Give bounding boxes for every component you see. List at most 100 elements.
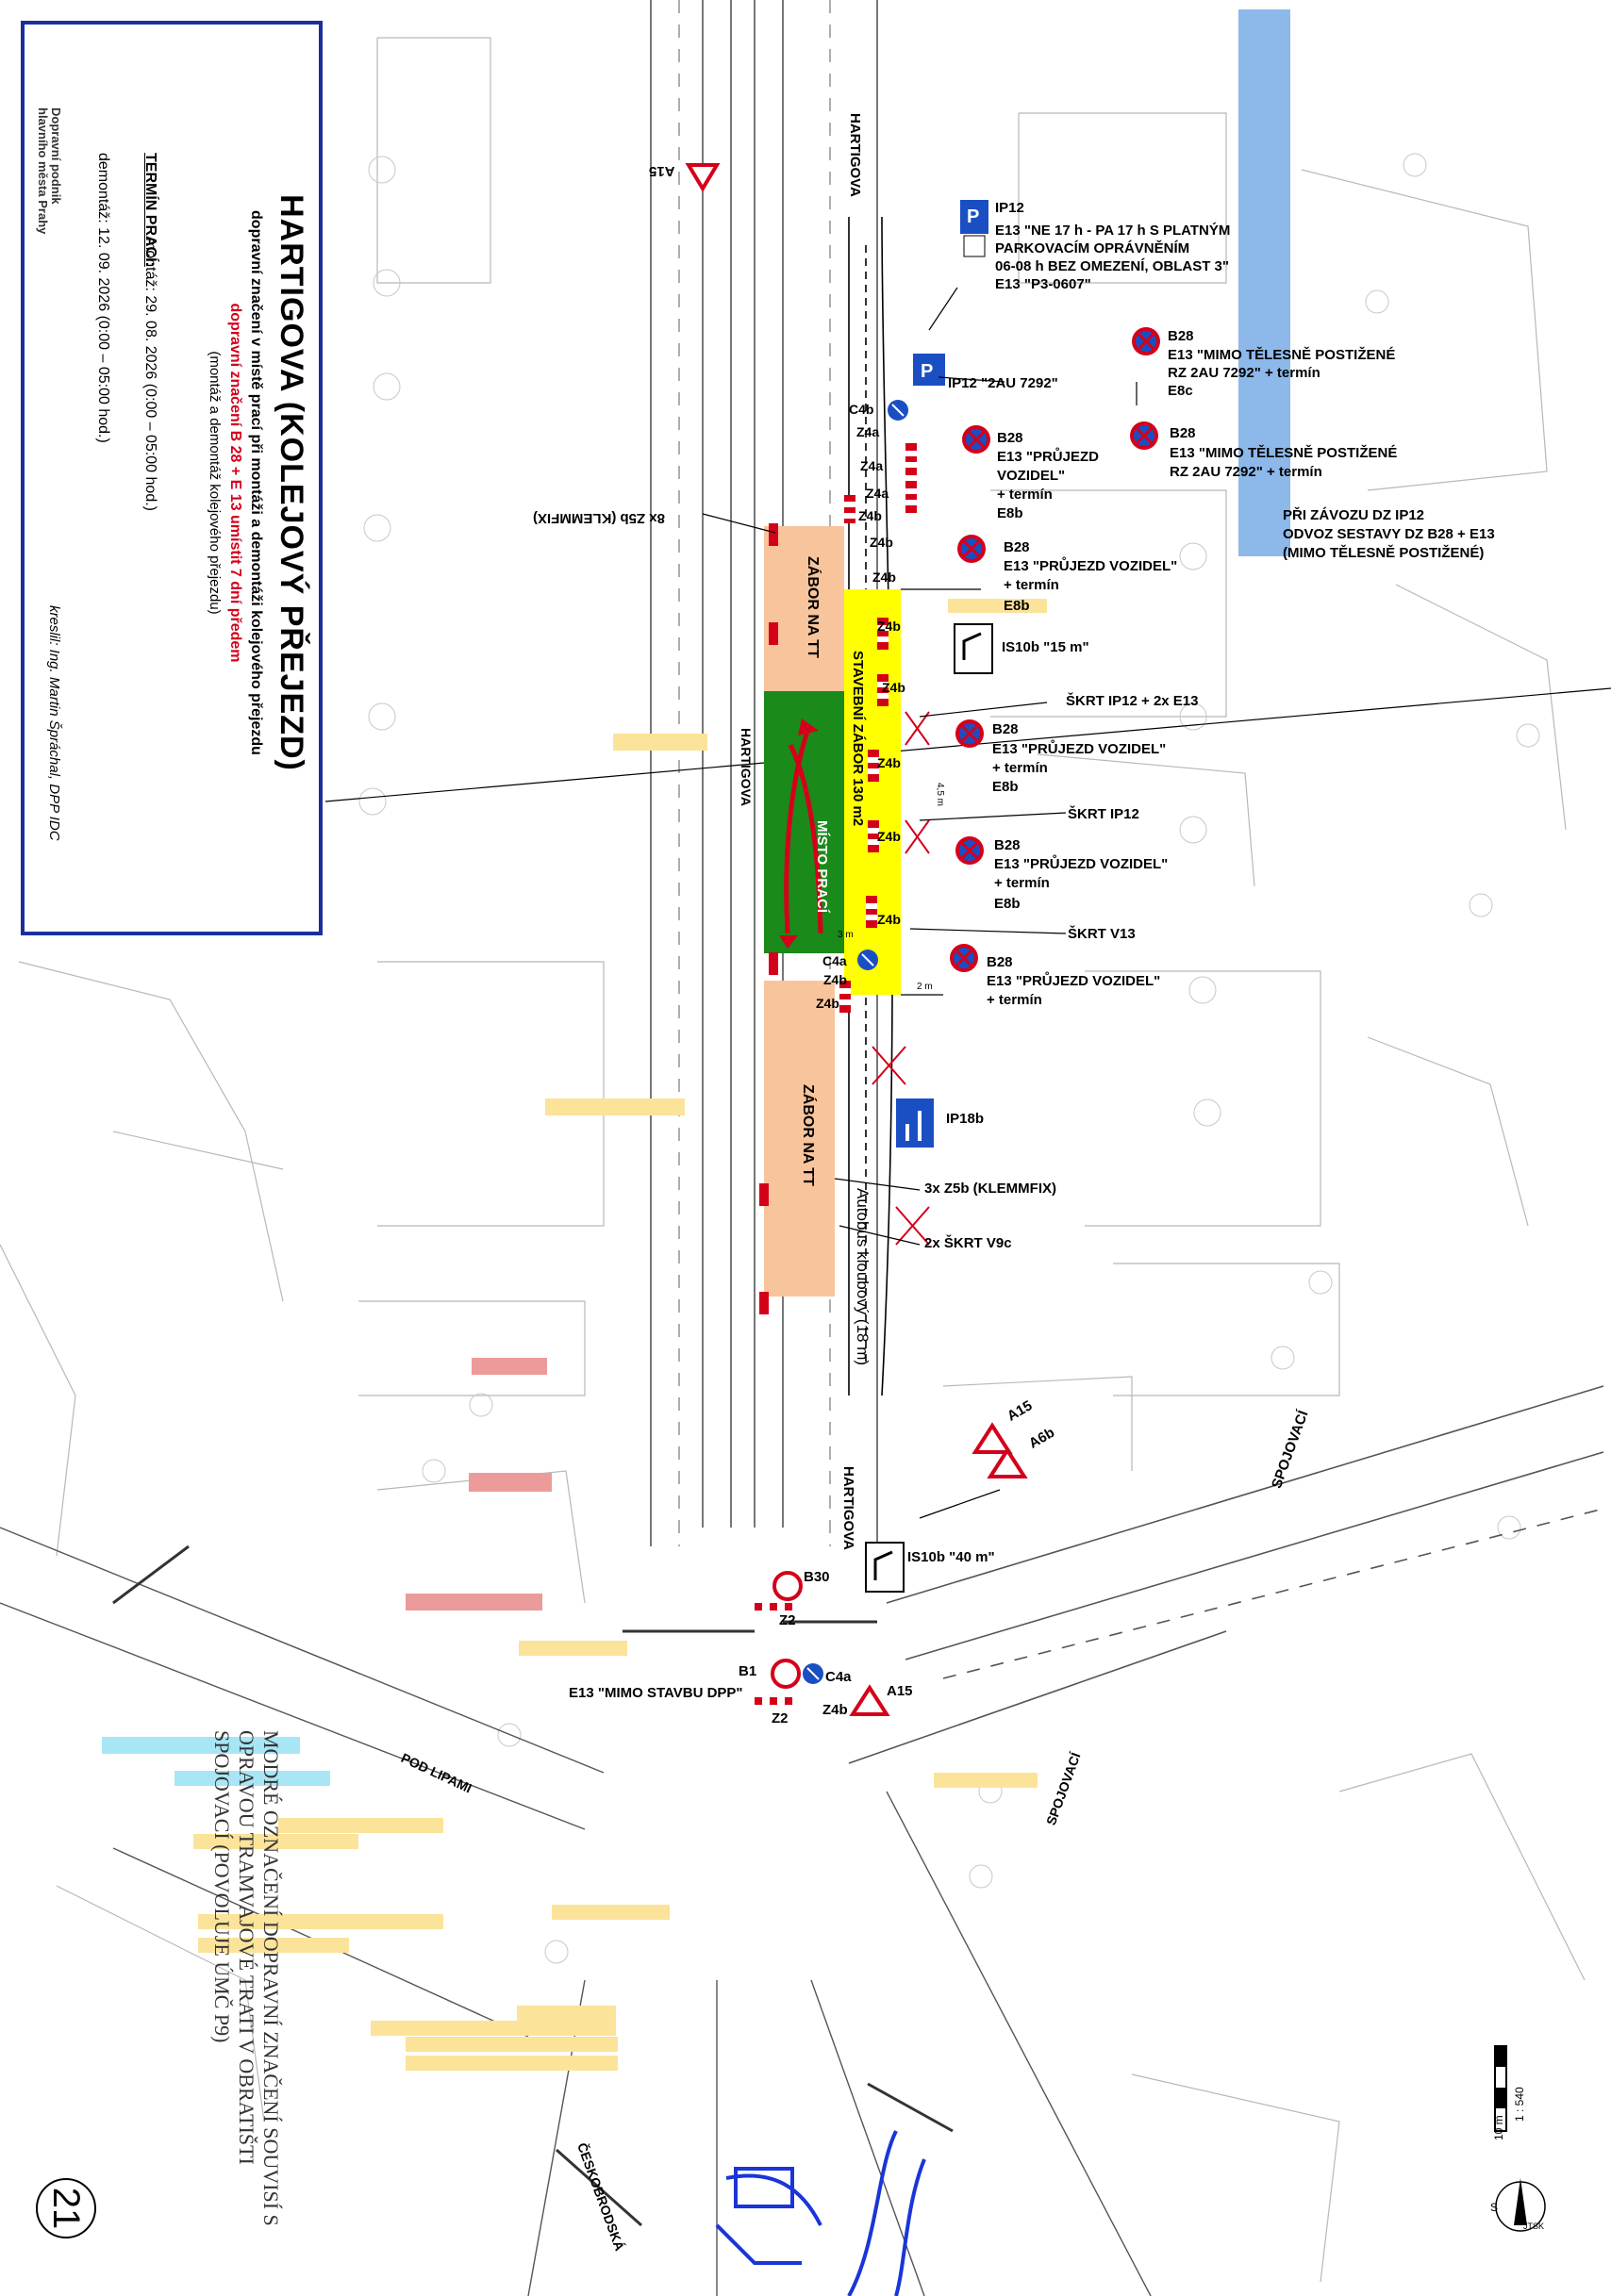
stripe-yellow-12 — [406, 2037, 618, 2052]
zabor-tt-bottom — [764, 981, 835, 1297]
label-is10b-15: IS10b "15 m" — [1002, 639, 1089, 655]
label-b1: B1 — [739, 1663, 757, 1679]
sign-b28-2 — [1130, 421, 1158, 450]
label-b28-5-l1: E13 "PRŮJEZD VOZIDEL" — [992, 741, 1167, 757]
label-b28-4-code: B28 — [1004, 539, 1030, 555]
sign-b28-3 — [962, 425, 990, 454]
stripe-yellow-5 — [278, 1818, 443, 1833]
label-e13-mimo-stavbu: E13 "MIMO STAVBU DPP" — [569, 1685, 743, 1701]
label-b28-4-l2: + termín — [1004, 577, 1059, 593]
label-b28-6-l1: E13 "PRŮJEZD VOZIDEL" — [994, 856, 1169, 872]
plan-note: (montáž a demontáž kolejového přejezdu) — [207, 351, 223, 615]
label-klemfix-3: 3x Z5b (KLEMMFIX) — [924, 1181, 1057, 1197]
sign-ip12-2au: P — [913, 354, 945, 386]
stripe-yellow-1 — [613, 734, 707, 751]
blue-marking-note: MODRÉ OZNAČENÍ DOPRAVNÍ ZNAČENÍ SOUVISÍ … — [210, 1730, 283, 2226]
sign-b28-1 — [1132, 327, 1160, 355]
label-skrt-ip12-e13: ŠKRT IP12 + 2x E13 — [1066, 693, 1199, 709]
demontaz-date: demontáž: 12. 09. 2026 (0:00 – 05:00 hod… — [95, 153, 111, 443]
label-zavoz-l1: PŘI ZÁVOZU DZ IP12 — [1283, 507, 1425, 523]
label-ip12-l4: E13 "P3-0607" — [995, 276, 1091, 292]
label-z4b-10: Z4b — [816, 996, 839, 1011]
spojovaci-road — [848, 1385, 1604, 1764]
label-b28-1-l1: E13 "MIMO TĚLESNĚ POSTIŽENÉ — [1168, 347, 1396, 363]
zone-stavebni: STAVEBNÍ ZÁBOR 130 m2 — [850, 651, 866, 827]
label-a15-top: A15 — [649, 163, 675, 179]
label-z4b-5: Z4b — [882, 680, 905, 695]
label-z4b-2: Z4b — [870, 535, 893, 550]
label-skrt-v9c: 2x ŠKRT V9c — [924, 1235, 1012, 1251]
label-skrt-v13: ŠKRT V13 — [1068, 926, 1136, 942]
stripe-red-2 — [469, 1473, 552, 1492]
label-b28-1-l3: E8c — [1168, 383, 1193, 399]
label-z4b-1: Z4b — [858, 508, 882, 523]
zone-zabor-bottom: ZÁBOR NA TT — [800, 1084, 816, 1186]
label-b28-3-code: B28 — [997, 430, 1023, 446]
label-klemfix-top: 8x Z5b (KLEMMFIX) — [533, 510, 666, 526]
label-zavoz-l2: ODVOZ SESTAVY DZ B28 + E13 — [1283, 526, 1495, 542]
label-ip12-2au: IP12 "2AU 7292" — [948, 375, 1058, 391]
label-z2-a: Z2 — [779, 1612, 796, 1628]
label-z4a-3: Z4a — [866, 486, 889, 501]
stripe-yellow-2 — [545, 1098, 685, 1115]
zone-autobus: Autobus kloubový (18 m) — [854, 1188, 872, 1366]
work-arrows — [784, 725, 823, 934]
sign-b28-6 — [955, 836, 984, 865]
label-z4b-3: Z4b — [872, 570, 896, 585]
stripe-yellow-9 — [198, 1938, 349, 1953]
sign-is10b-40 — [865, 1542, 905, 1593]
sign-c4a-mid — [857, 950, 878, 970]
label-ip12-l2: PARKOVACÍM OPRÁVNĚNÍM — [995, 240, 1190, 256]
zone-zabor-top: ZÁBOR NA TT — [805, 556, 821, 658]
label-b30: B30 — [804, 1569, 830, 1585]
scale-ratio: 1 : 540 — [1513, 2087, 1526, 2122]
sign-b30 — [772, 1571, 803, 1601]
label-b28-3-l3: + termín — [997, 487, 1053, 503]
label-z4a-2: Z4a — [860, 458, 884, 473]
label-z4b-bottom: Z4b — [822, 1702, 848, 1718]
parking-zone-blue — [1238, 9, 1290, 556]
sign-ip18b — [896, 1098, 934, 1148]
stripe-yellow-4 — [519, 1641, 627, 1656]
street-hartigova-bottom: HARTIGOVA — [840, 1466, 856, 1550]
label-dim-2m: 2 m — [917, 982, 933, 992]
stripe-yellow-10 — [517, 2006, 616, 2021]
sign-b28-5 — [955, 719, 984, 748]
label-zavoz-l3: (MIMO TĚLESNĚ POSTIŽENÉ) — [1283, 545, 1485, 561]
stripe-yellow-13 — [406, 2056, 618, 2071]
stripe-yellow-3 — [948, 599, 1047, 613]
sign-a15-top — [685, 163, 721, 192]
work-arrow-head-1 — [798, 719, 819, 735]
compass-s: S — [1490, 2201, 1499, 2214]
label-z4b-8: Z4b — [877, 912, 901, 927]
label-b28-6-l3: E8b — [994, 896, 1021, 912]
label-ip18b: IP18b — [946, 1111, 985, 1127]
stripe-cyan-1 — [102, 1737, 300, 1754]
label-c4b: C4b — [849, 402, 874, 417]
label-b28-7-l1: E13 "PRŮJEZD VOZIDEL" — [987, 973, 1161, 989]
trees — [358, 153, 1540, 1964]
label-z4b-4: Z4b — [877, 619, 901, 634]
stripe-yellow-14 — [934, 1773, 1038, 1788]
plan-subtitle: dopravní značení v místě prací při montá… — [248, 210, 264, 755]
label-z4a-1: Z4a — [856, 424, 880, 439]
label-dim-3m: 3 m — [838, 930, 854, 940]
stripe-yellow-11 — [371, 2021, 616, 2036]
label-c4a-mid: C4a — [822, 953, 847, 968]
sign-b1 — [771, 1659, 801, 1689]
stripe-red-3 — [406, 1594, 542, 1611]
label-b28-6-code: B28 — [994, 837, 1021, 853]
street-hartigova-top: HARTIGOVA — [847, 113, 863, 197]
compass-jtsk: JTSK — [1523, 2222, 1545, 2231]
label-b28-2-l1: E13 "MIMO TĚLESNĚ POSTIŽENÉ — [1170, 445, 1398, 461]
label-a15-bottom: A15 — [887, 1683, 913, 1699]
label-z4b-7: Z4b — [877, 829, 901, 844]
scale-ten: 10 m — [1492, 2115, 1505, 2140]
sign-a15-bottom — [849, 1684, 890, 1716]
sign-a6b — [987, 1446, 1028, 1478]
label-dim-45m: 4,5 m — [935, 783, 945, 807]
label-z2-b: Z2 — [772, 1710, 789, 1726]
sign-is10b-15 — [954, 623, 993, 674]
label-ip12-code: IP12 — [995, 200, 1024, 216]
